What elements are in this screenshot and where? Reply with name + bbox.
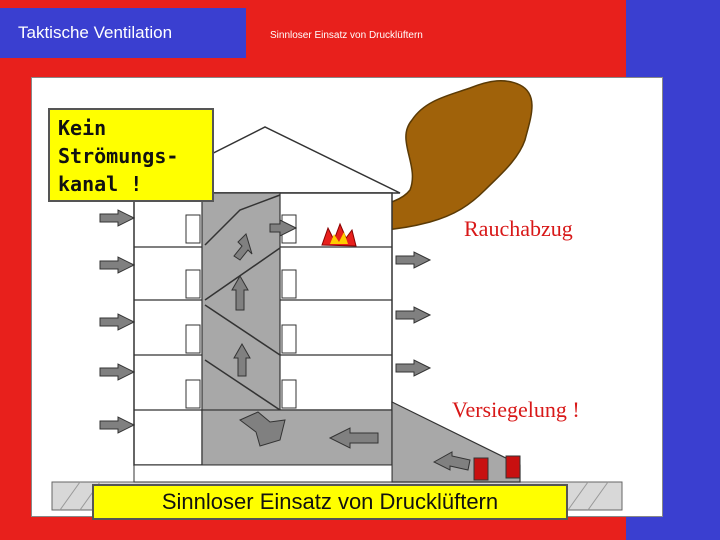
smoke-plume bbox=[328, 80, 533, 232]
fire-icon bbox=[321, 222, 357, 247]
blower-fan-icon bbox=[473, 455, 521, 481]
airflow-arrows bbox=[99, 209, 471, 471]
callout-line-3: kanal ! bbox=[58, 172, 143, 196]
callout-line-1: Kein bbox=[58, 116, 107, 140]
sealing-label: Versiegelung ! bbox=[452, 397, 580, 422]
callout-line-2: Strömungs- bbox=[58, 144, 179, 168]
bottom-caption: Sinnloser Einsatz von Drucklüftern bbox=[92, 484, 568, 520]
slide-title: Taktische Ventilation bbox=[0, 8, 246, 58]
no-flow-channel-callout: Kein Strömungs- kanal ! bbox=[48, 108, 214, 202]
slide-subtitle: Sinnloser Einsatz von Drucklüftern bbox=[270, 30, 423, 41]
smoke-exhaust-label: Rauchabzug bbox=[464, 216, 573, 241]
